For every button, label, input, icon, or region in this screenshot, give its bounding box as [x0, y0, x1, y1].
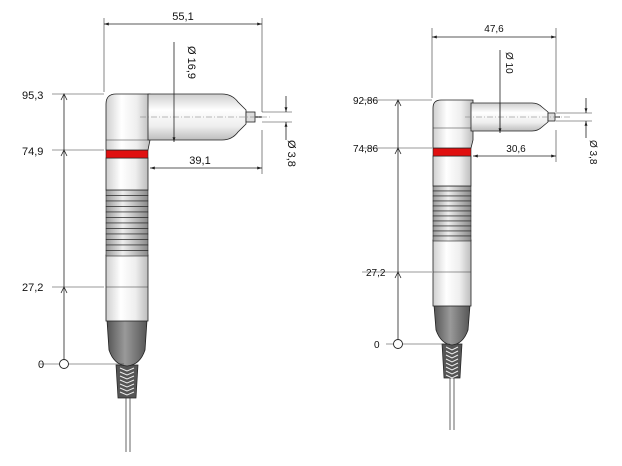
- rib: [105, 222, 149, 229]
- strain-relief-stripe: [119, 375, 135, 380]
- rib: [105, 189, 149, 196]
- right-grip: [433, 304, 471, 346]
- left-grip: [106, 319, 148, 367]
- strain-relief-stripe: [119, 387, 135, 392]
- strain-relief-stripe: [445, 358, 459, 363]
- strain-relief-stripe: [445, 350, 459, 355]
- rib: [432, 205, 472, 212]
- strain-relief-stripe: [445, 346, 459, 351]
- left-dia-tip: Ø 3,8: [285, 140, 297, 167]
- left-ribbed-section: [105, 189, 149, 257]
- strain-relief-stripe: [119, 383, 135, 388]
- rib: [105, 200, 149, 207]
- rib: [432, 195, 472, 202]
- right-height-zero: 0: [374, 340, 380, 351]
- left-upper-body: [105, 157, 149, 191]
- strain-relief-stripe: [445, 370, 459, 375]
- left-elbow: [105, 93, 151, 151]
- rib: [105, 239, 149, 246]
- right-upper-body: [432, 155, 472, 187]
- right-elbow: [432, 99, 474, 149]
- left-length-head: 39,1: [189, 155, 210, 167]
- rib: [432, 230, 472, 237]
- right-height-band: 74,86: [353, 144, 378, 155]
- strain-relief-stripe: [445, 366, 459, 371]
- rib: [432, 185, 472, 192]
- left-red-band: [105, 149, 149, 159]
- rib: [105, 217, 149, 224]
- right-dia-body: Ø 10: [503, 52, 514, 74]
- strain-relief-stripe: [445, 362, 459, 367]
- right-width-total: 47,6: [484, 24, 504, 35]
- rib: [105, 206, 149, 213]
- right-dia-tip: Ø 3,8: [587, 140, 598, 165]
- rib: [432, 215, 472, 222]
- rib: [105, 233, 149, 240]
- right-length-head: 30,6: [506, 144, 526, 155]
- strain-relief-stripe: [119, 379, 135, 384]
- left-width-total: 55,1: [172, 11, 193, 23]
- strain-relief-stripe: [119, 367, 135, 372]
- right-lower-body: [432, 239, 472, 307]
- rib: [105, 228, 149, 235]
- rib: [105, 211, 149, 218]
- right-red-band: [432, 147, 472, 157]
- rib: [105, 250, 149, 257]
- rib: [432, 200, 472, 207]
- rib: [432, 225, 472, 232]
- strain-relief-stripe: [119, 371, 135, 376]
- left-height-top: 95,3: [22, 90, 43, 102]
- rib: [105, 244, 149, 251]
- rib: [432, 210, 472, 217]
- left-tool: 55,1 Ø 16,9 39,1 Ø 3,8 95,3 74,9 27,2 0: [22, 11, 297, 452]
- rib: [432, 220, 472, 227]
- left-cable: [115, 364, 139, 452]
- strain-relief-stripe: [445, 354, 459, 359]
- right-height-mid: 27,2: [366, 268, 386, 279]
- left-dia-body: Ø 16,9: [185, 46, 197, 79]
- right-ribbed-section: [432, 185, 472, 242]
- strain-relief-stripe: [119, 391, 135, 396]
- right-height-top: 92,86: [353, 96, 378, 107]
- left-lower-body: [105, 254, 149, 322]
- left-height-mid: 27,2: [22, 282, 43, 294]
- left-height-zero: 0: [38, 359, 44, 371]
- rib: [432, 235, 472, 242]
- strain-relief-stripe: [445, 374, 459, 379]
- rib: [432, 190, 472, 197]
- right-tool: 47,6 Ø 10 30,6 Ø 3,8 92,86 74,86 27,2 0: [353, 24, 598, 430]
- rib: [105, 195, 149, 202]
- right-cable: [441, 343, 463, 430]
- left-height-band: 74,9: [22, 146, 43, 158]
